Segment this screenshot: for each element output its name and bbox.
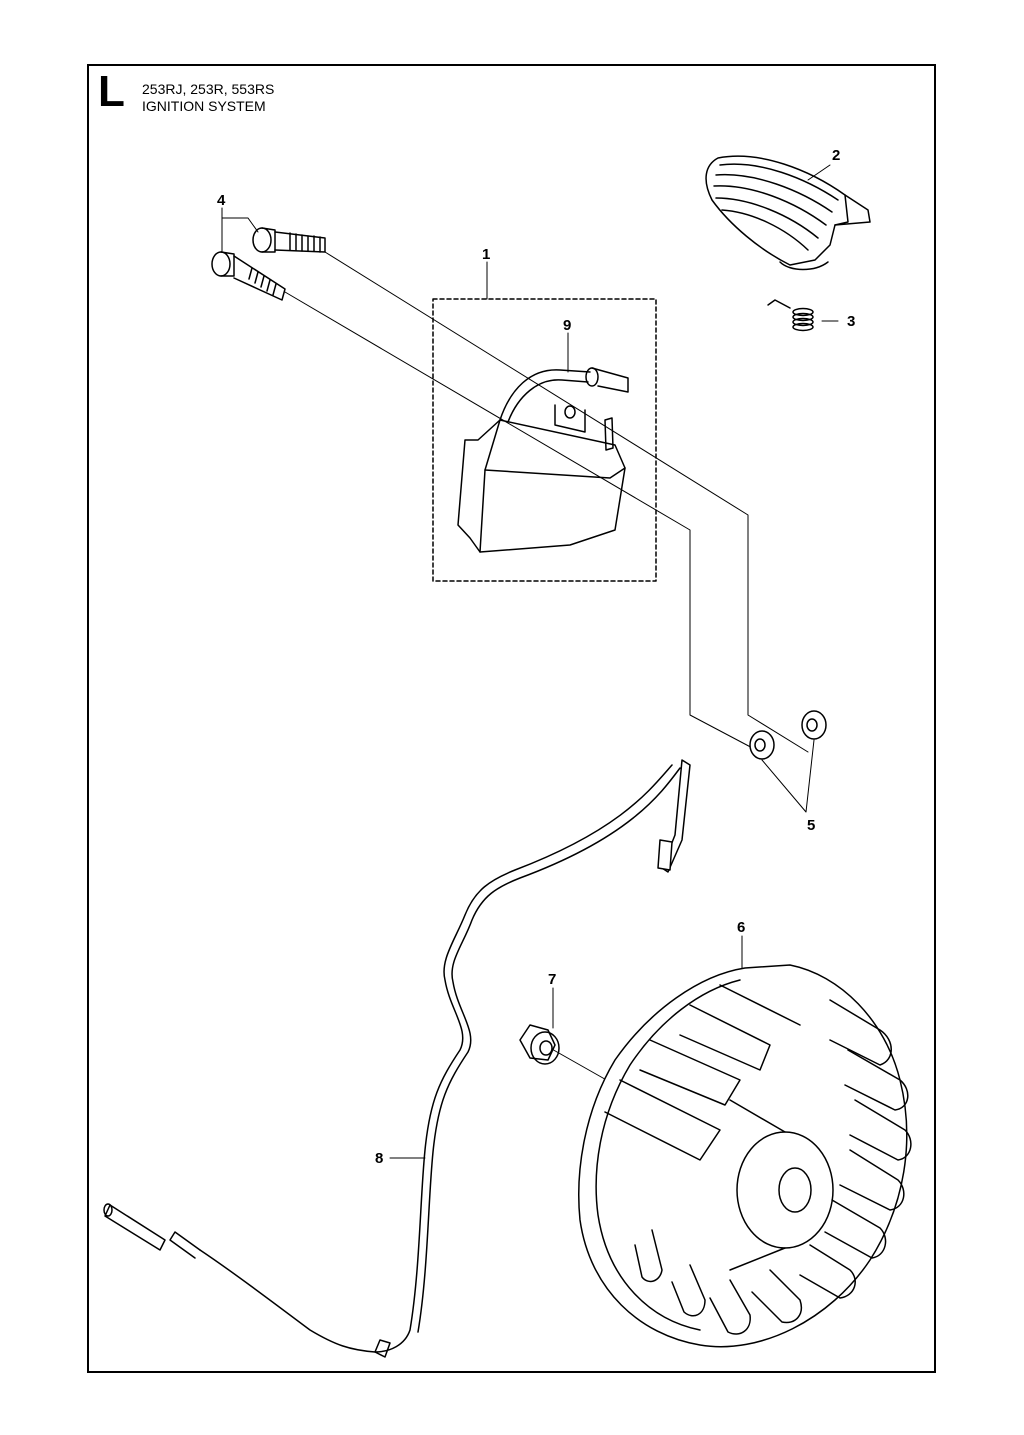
callout-3: 3 <box>847 313 855 330</box>
ignition-cable-part <box>103 759 691 1358</box>
spring-part <box>767 299 814 332</box>
cover-part <box>705 155 871 271</box>
callout-8: 8 <box>375 1150 383 1167</box>
ignition-coil-part <box>457 367 629 553</box>
spacers-part <box>749 710 827 760</box>
callout-6: 6 <box>737 919 745 936</box>
callout-9: 9 <box>563 317 571 334</box>
callout-2: 2 <box>832 147 840 164</box>
callout-5: 5 <box>807 817 815 834</box>
kit-outline <box>432 298 657 582</box>
section-letter: L <box>98 67 125 116</box>
screws-part <box>211 227 326 301</box>
page-frame <box>87 64 936 1373</box>
model-list: 253RJ, 253R, 553RS <box>142 81 275 97</box>
callout-leaders <box>221 164 839 1159</box>
callout-4: 4 <box>217 192 226 209</box>
page-title: IGNITION SYSTEM <box>142 98 266 114</box>
nut-part <box>519 1024 560 1065</box>
callout-7: 7 <box>548 971 556 988</box>
assembly-lines <box>284 251 809 1083</box>
callout-labels: 1 2 3 4 5 6 7 8 9 <box>217 147 855 1167</box>
callout-1: 1 <box>482 246 490 263</box>
flywheel-part <box>578 964 912 1348</box>
